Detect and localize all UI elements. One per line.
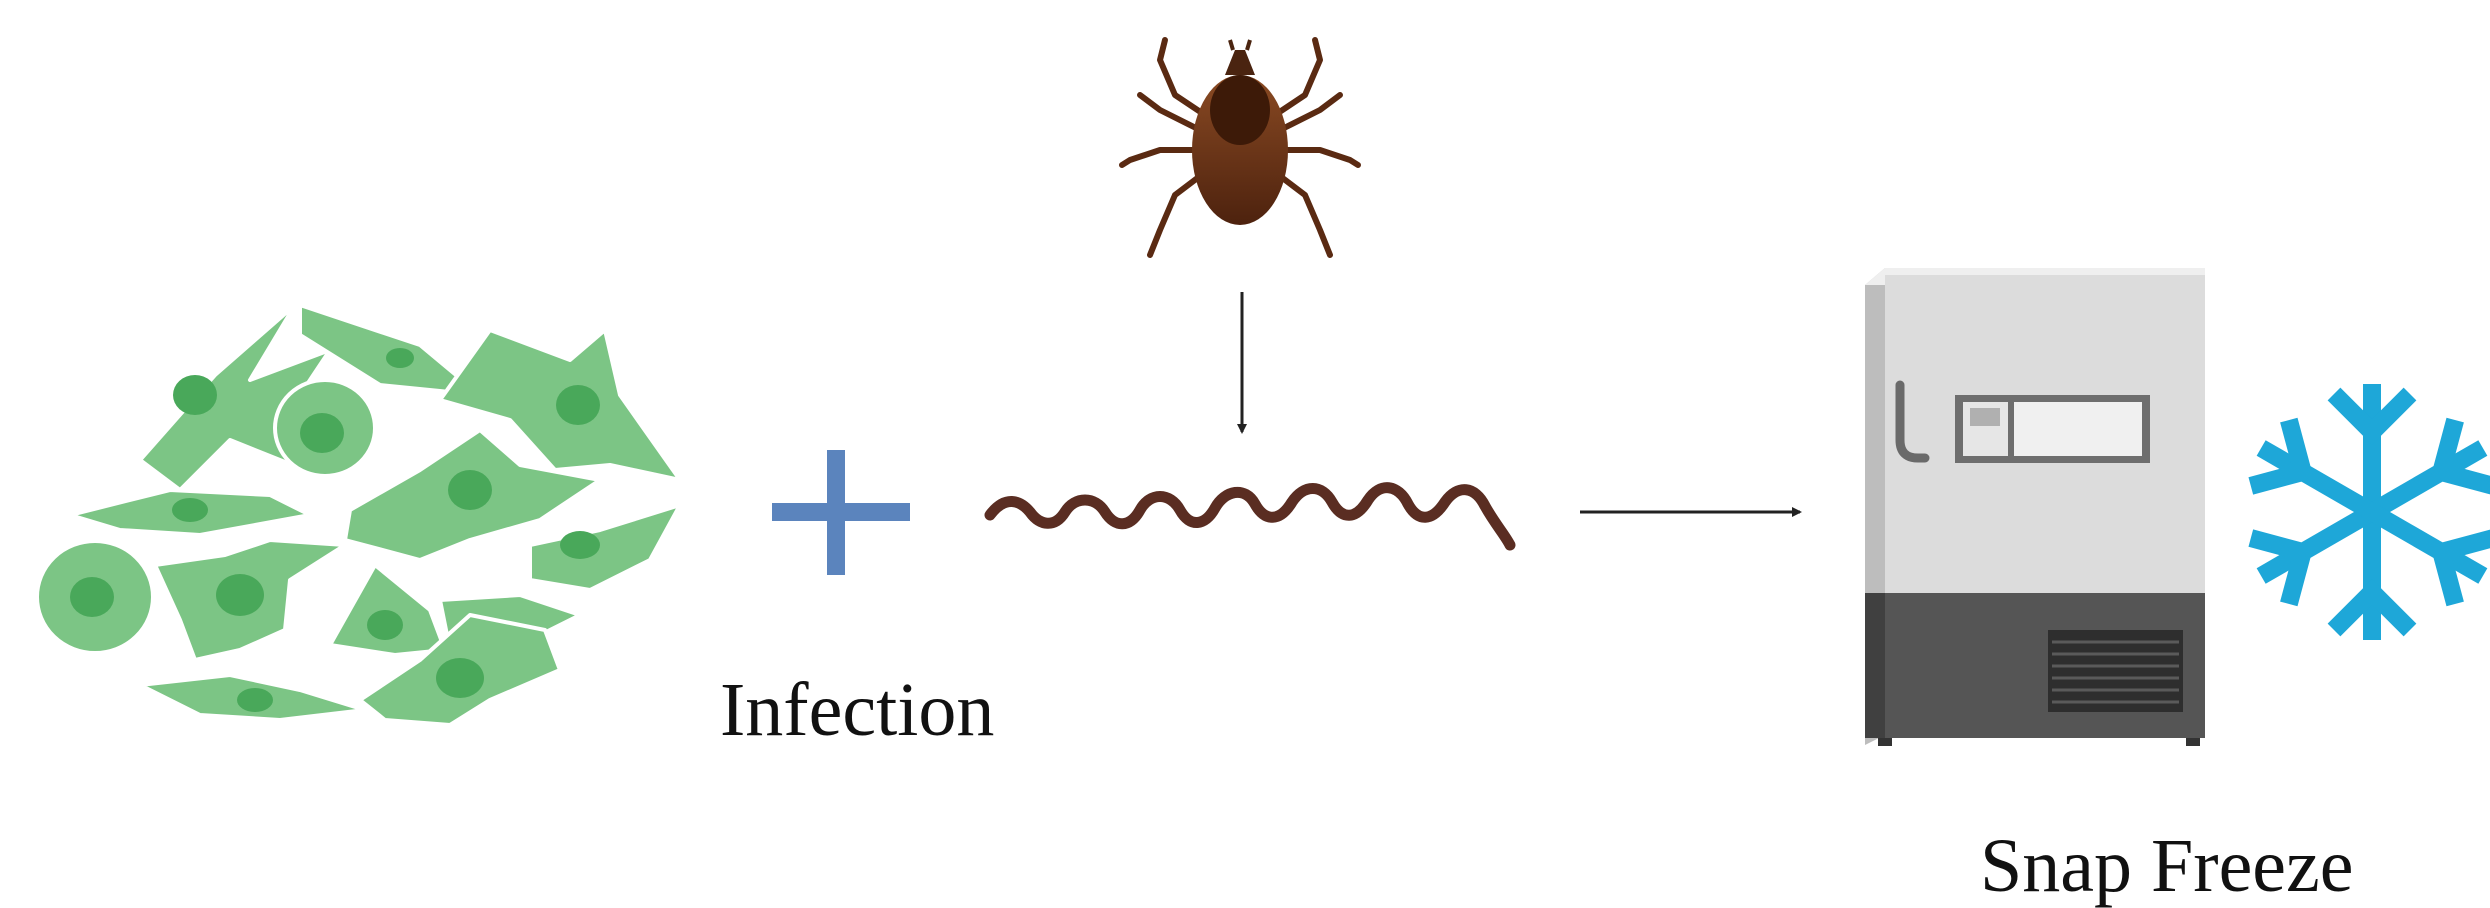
cell — [330, 565, 445, 655]
cell-nucleus — [560, 531, 600, 559]
cell-nucleus — [70, 577, 114, 617]
cell-nucleus — [367, 610, 403, 640]
plus-icon — [772, 450, 910, 575]
cell-nucleus — [436, 658, 484, 698]
cell-nucleus — [173, 375, 217, 415]
snap-freeze-label: Snap Freeze — [1980, 828, 2354, 904]
cell-nucleus — [300, 413, 344, 453]
cell-nucleus — [556, 385, 600, 425]
ultra-low-freezer-icon — [1865, 268, 2205, 746]
cell-nucleus — [386, 348, 414, 368]
infection-label: Infection — [720, 672, 994, 748]
tick-icon — [1122, 40, 1358, 255]
cell-nucleus — [172, 498, 208, 522]
snowflake-icon — [2242, 384, 2490, 640]
spirochete-icon — [990, 488, 1510, 545]
cell-culture-icon — [37, 305, 680, 725]
cell — [530, 505, 680, 590]
cell-nucleus — [237, 688, 273, 712]
cell-nucleus — [448, 470, 492, 510]
cell-nucleus — [216, 574, 264, 616]
